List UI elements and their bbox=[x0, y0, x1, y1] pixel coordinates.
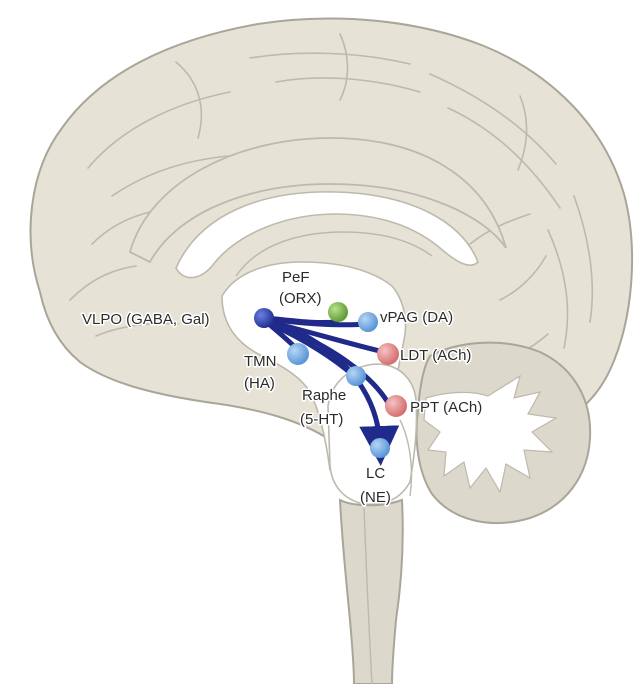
vpag-node bbox=[358, 312, 378, 332]
tmn-label: TMN bbox=[244, 353, 277, 370]
vlpo-label: VLPO (GABA, Gal) bbox=[82, 311, 210, 328]
lc-label: LC bbox=[366, 465, 385, 482]
lc-label-2: (NE) bbox=[360, 489, 391, 506]
tmn-label-2: (HA) bbox=[244, 375, 275, 392]
raphe-node bbox=[346, 366, 366, 386]
raphe-label: Raphe bbox=[302, 387, 346, 404]
pef-node bbox=[328, 302, 348, 322]
ppt-node bbox=[385, 395, 407, 417]
vlpo-node bbox=[254, 308, 274, 328]
medulla-spinal-cord bbox=[340, 500, 403, 684]
ldt-node bbox=[377, 343, 399, 365]
pef-label: PeF bbox=[282, 269, 310, 286]
tmn-node bbox=[287, 343, 309, 365]
lc-node bbox=[370, 438, 390, 458]
pef-label-2: (ORX) bbox=[279, 290, 322, 307]
ldt-label: LDT (ACh) bbox=[400, 347, 471, 364]
raphe-label-2: (5-HT) bbox=[300, 411, 343, 428]
vpag-label: vPAG (DA) bbox=[380, 309, 453, 326]
ppt-label: PPT (ACh) bbox=[410, 399, 482, 416]
